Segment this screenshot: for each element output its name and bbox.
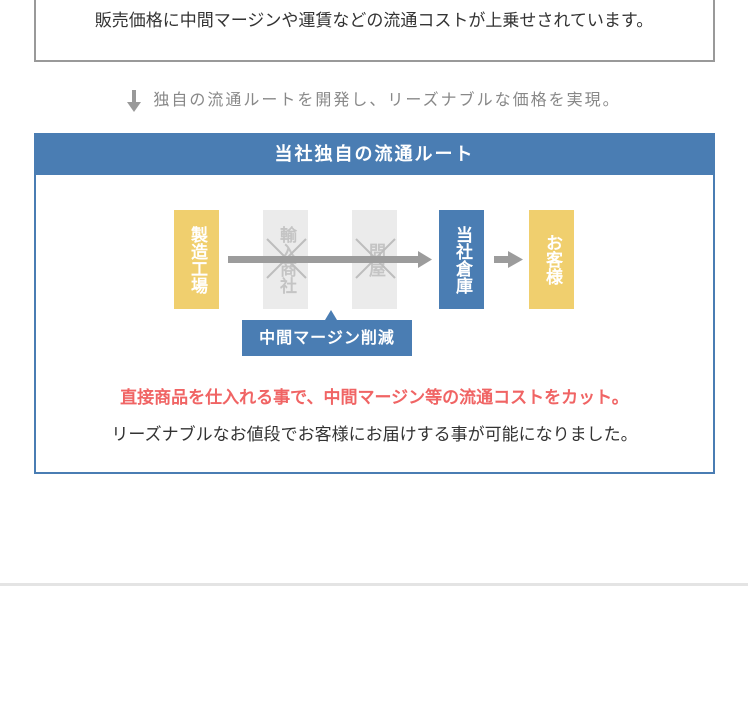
step-label: お客様 [542,234,562,285]
section-divider [0,583,748,586]
arrow-down-icon [127,89,142,112]
route-panel: 当社独自の流通ルート 製造工場 輸入商社 問屋 当社倉庫 お客様 中間マージン削… [34,133,715,474]
long-arrow-icon [228,251,432,268]
price-explanation-box [34,0,715,62]
step-factory: 製造工場 [174,210,219,309]
route-title: 当社独自の流通ルート [36,135,713,175]
transition-text: 独自の流通ルートを開発し、リーズナブルな価格を実現。 [153,90,621,109]
highlight-text: 直接商品を仕入れる事で、中間マージン等の流通コストをカット。 [120,388,629,408]
description-text: リーズナブルなお値段でお客様にお届けする事が可能になりました。 [111,425,638,445]
margin-reduction-callout: 中間マージン削減 [242,310,412,356]
step-label: 当社倉庫 [452,225,472,294]
transition-row: 独自の流通ルートを開発し、リーズナブルな価格を実現。 [0,86,748,112]
step-customer: お客様 [529,210,574,309]
price-explanation-text: 販売価格に中間マージンや運賃などの流通コストが上乗せされています。 [94,11,654,31]
step-warehouse: 当社倉庫 [439,210,484,309]
flow-arrows [228,238,523,279]
short-arrow-icon [494,251,523,268]
step-label: 製造工場 [187,225,207,294]
